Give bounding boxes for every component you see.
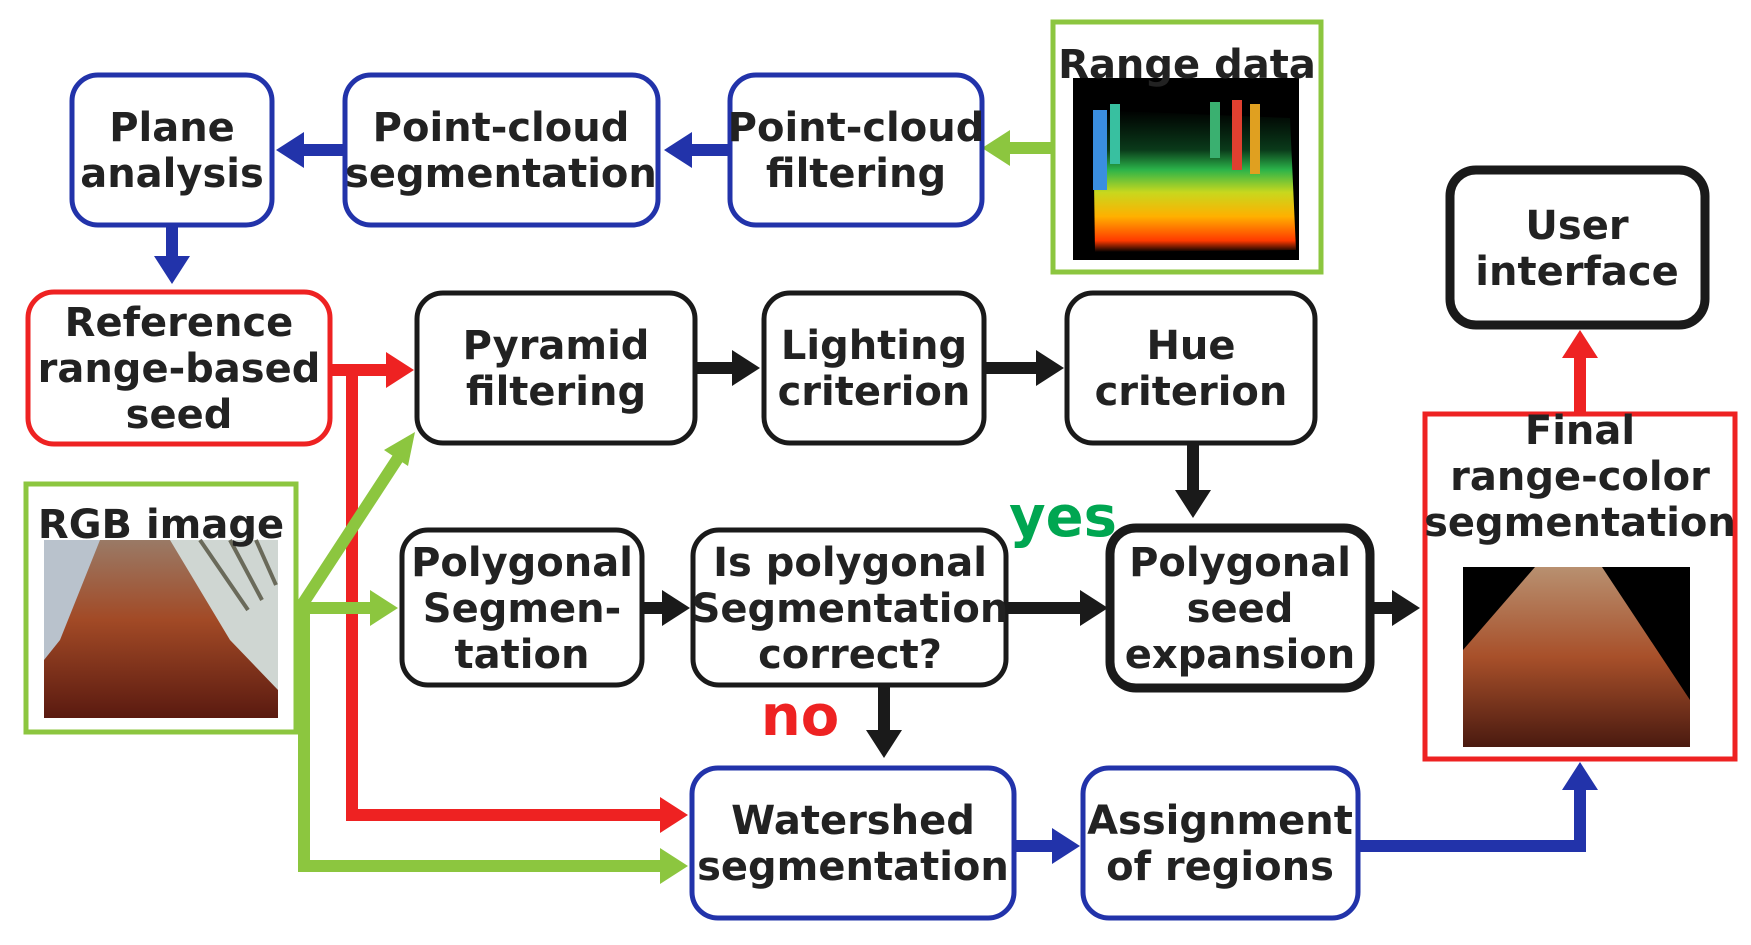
seed-expansion-box xyxy=(1105,523,1375,693)
lighting-criterion-box xyxy=(761,290,987,446)
node-label-line: Plane xyxy=(109,105,235,151)
node-label-line: Segmen- xyxy=(423,586,621,632)
range-data-picture xyxy=(1073,78,1299,260)
arrowhead xyxy=(732,350,760,386)
node-label-line: RGB image xyxy=(38,502,284,548)
arrowhead xyxy=(1392,590,1420,626)
yes-label: yes xyxy=(1009,485,1117,550)
assignment-box xyxy=(1080,765,1361,921)
decision-box xyxy=(690,527,1009,688)
node-label-line: Lighting xyxy=(781,323,967,369)
arrowhead xyxy=(982,130,1010,166)
node-label-line: analysis xyxy=(80,151,264,197)
node-label-line: Hue xyxy=(1146,323,1235,369)
arrowhead xyxy=(664,132,692,168)
node-label-line: Range data xyxy=(1058,42,1316,88)
plane-analysis-box xyxy=(69,72,275,228)
arrowhead xyxy=(384,432,415,466)
node-label-line: Point-cloud xyxy=(373,105,630,151)
node-label-line: Final xyxy=(1525,408,1635,454)
node-label-line: tation xyxy=(455,632,590,678)
final-segmentation-picture xyxy=(1463,567,1690,747)
node-label-line: Is polygonal xyxy=(713,540,987,586)
node-label-line: segmentation xyxy=(1424,500,1736,546)
node-label-line: criterion xyxy=(1095,369,1288,415)
rgb-image-label: RGB image xyxy=(38,502,284,548)
arrow-rgb-to-watershed xyxy=(298,608,660,872)
arrow-rgb-to-pyramid xyxy=(294,454,404,612)
node-label-line: segmentation xyxy=(697,844,1009,890)
arrowhead xyxy=(1175,490,1211,518)
range-data-label: Range data xyxy=(1058,42,1316,88)
arrowhead xyxy=(386,352,414,388)
arrowhead xyxy=(1562,762,1598,790)
node-label-line: segmentation xyxy=(345,151,657,197)
node-label-line: range-color xyxy=(1450,454,1710,500)
node-label-line: criterion xyxy=(778,369,971,415)
node-label-line: Segmentation xyxy=(692,586,1009,632)
arrowhead xyxy=(1052,828,1080,864)
connectors xyxy=(154,130,1598,884)
polygonal-segmentation-box xyxy=(399,527,645,688)
node-label-line: range-based xyxy=(38,346,321,392)
pc-filtering-box xyxy=(727,72,985,228)
node-label-line: Assignment xyxy=(1087,798,1353,844)
node-label-line: expansion xyxy=(1125,632,1356,678)
node-label-line: seed xyxy=(1187,586,1294,632)
arrowhead xyxy=(276,132,304,168)
arrowhead xyxy=(662,590,690,626)
arrowhead xyxy=(370,590,398,626)
rgb-image-picture xyxy=(44,538,278,718)
node-label-line: User xyxy=(1525,203,1628,249)
pc-segmentation-box xyxy=(342,72,661,228)
arrow-assignment-to-final xyxy=(1358,790,1586,852)
node-label-line: of regions xyxy=(1106,844,1334,890)
reference-seed-box xyxy=(25,289,333,447)
arrowhead xyxy=(1036,350,1064,386)
node-label-line: Reference xyxy=(65,300,294,346)
node-label-line: Pyramid xyxy=(463,323,650,369)
node-label-line: filtering xyxy=(766,151,946,197)
arrowhead xyxy=(1562,330,1598,358)
pyramid-filtering-box xyxy=(414,290,698,446)
node-label-line: Watershed xyxy=(731,798,975,844)
node-label-line: Point-cloud xyxy=(728,105,985,151)
arrowhead xyxy=(1080,590,1108,626)
arrowhead xyxy=(660,797,688,833)
no-label: no xyxy=(761,684,839,749)
arrowhead xyxy=(866,730,902,758)
arrowhead xyxy=(660,848,688,884)
user-interface-box xyxy=(1445,165,1710,330)
arrowhead xyxy=(154,256,190,284)
node-label-line: seed xyxy=(126,392,233,438)
node-label-line: Polygonal xyxy=(1129,540,1351,586)
node-label-line: Polygonal xyxy=(411,540,633,586)
node-label-line: correct? xyxy=(758,632,942,678)
watershed-box xyxy=(689,765,1017,921)
node-label-line: filtering xyxy=(466,369,646,415)
node-label-line: interface xyxy=(1475,249,1678,295)
hue-criterion-box xyxy=(1064,290,1318,446)
